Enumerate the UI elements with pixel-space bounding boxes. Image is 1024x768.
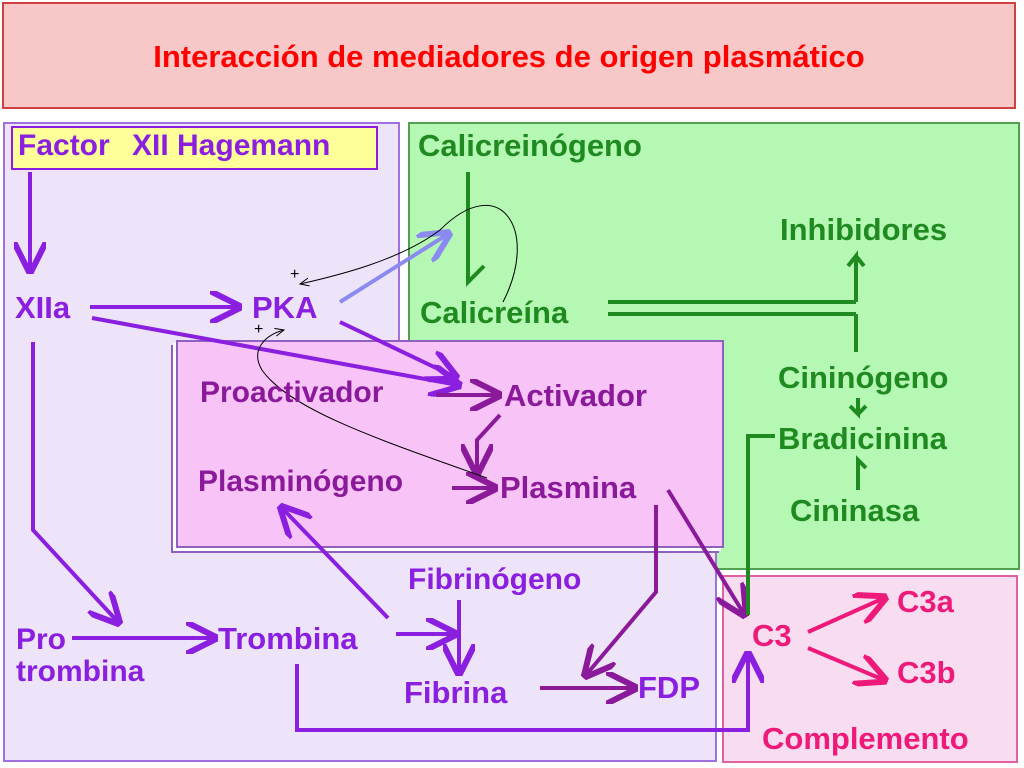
arrow-to-inhibidores	[846, 250, 866, 302]
pka-node: PKA	[252, 290, 318, 325]
arrow-pka-calicreinogeno	[338, 234, 448, 304]
feedback-plasmina-pka	[257, 330, 488, 479]
diagram-title: Interacción de mediadores de origen plas…	[153, 39, 865, 74]
plus-sign-2: +	[254, 321, 264, 338]
proactivador-node: Proactivador	[200, 376, 384, 409]
plus-sign-1: +	[290, 266, 300, 283]
c3-node: C3	[752, 618, 792, 653]
arrow-cininasa-bradicinina	[856, 455, 868, 490]
complemento-label: Complemento	[762, 721, 969, 756]
arrow-xiia-activador	[91, 316, 458, 385]
arrow-plasmina-c3	[666, 488, 744, 614]
factor-xii-node	[11, 126, 378, 170]
line-bradicinina-c3	[746, 434, 775, 615]
feedback-calicreina-pka	[300, 205, 518, 303]
arrow-cininogeno-bradicinina	[848, 398, 868, 419]
cininasa-node: Cininasa	[790, 493, 920, 528]
cininogeno-node: Cininógeno	[778, 360, 949, 395]
arrow-plasmina-fdp	[586, 505, 658, 675]
factor-xii-label-part2: XII Hagemann	[132, 129, 331, 162]
calicreinogeno-node: Calicreinógeno	[418, 128, 642, 163]
arrow-c3-c3b	[807, 646, 884, 680]
bradicinina-node: Bradicinina	[778, 421, 947, 456]
protrombina-node-line2: trombina	[16, 655, 145, 688]
xiia-node: XIIa	[15, 290, 71, 325]
calicreina-node: Calicreína	[420, 295, 569, 330]
c3a-node: C3a	[897, 584, 954, 619]
arrow-trombina-plasminogeno	[282, 508, 390, 620]
arrow-trombina-c3	[295, 655, 748, 732]
protrombina-node-line1: Pro	[16, 623, 67, 656]
c3b-node: C3b	[897, 655, 956, 690]
activador-node: Activador	[504, 378, 647, 413]
trombina-node: Trombina	[218, 621, 358, 656]
arrow-calicreinogeno-calicreina	[466, 172, 486, 287]
factor-xii-label-part1: Factor	[18, 129, 110, 162]
plasmina-node: Plasmina	[500, 470, 637, 505]
plasminogeno-node: Plasminógeno	[198, 465, 404, 498]
fibrina-node: Fibrina	[404, 675, 508, 710]
fdp-node: FDP	[638, 670, 700, 705]
arrow-xiia-protrombina	[31, 342, 118, 622]
fibrinogeno-node: Fibrinógeno	[408, 563, 582, 596]
arrow-c3-c3a	[807, 598, 884, 634]
arrow-pka-activador	[339, 320, 455, 377]
arrow-activador-plasmina	[477, 413, 502, 472]
inhibidores-node: Inhibidores	[780, 212, 948, 247]
title-banner: Interacción de mediadores de origen plas…	[2, 2, 1016, 109]
